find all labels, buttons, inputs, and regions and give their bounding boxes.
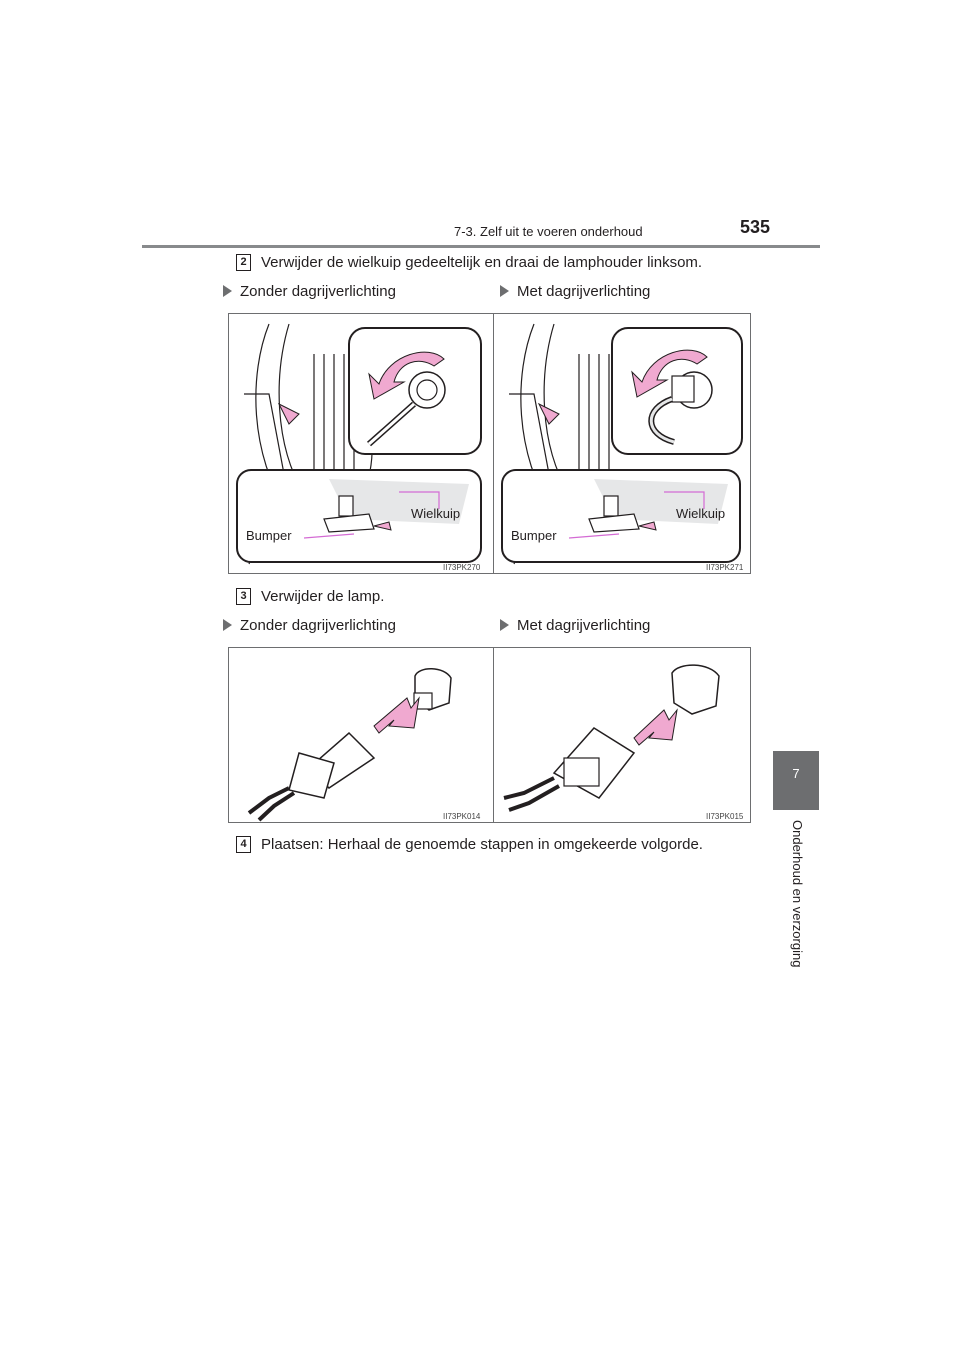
triangle-bullet-icon <box>500 285 509 297</box>
page-number: 535 <box>740 217 771 237</box>
variant-label-without-drl: Zonder dagrijverlichting <box>223 283 396 300</box>
figure-holder-with-drl: Wielkuip Bumper II73PK271 <box>493 313 751 574</box>
variant-label-with-drl: Met dagrijverlichting <box>500 283 650 300</box>
step-number-box: 4 <box>236 836 251 853</box>
triangle-bullet-icon <box>223 285 232 297</box>
step-text: Verwijder de wielkuip gedeeltelijk en dr… <box>261 254 703 271</box>
step-text: Verwijder de lamp. <box>261 588 385 605</box>
step-number-box: 2 <box>236 254 251 271</box>
label-wheel-well: Wielkuip <box>676 506 726 521</box>
figure-bulb-with-drl: II73PK015 <box>493 647 751 823</box>
label-wheel-well: Wielkuip <box>411 506 461 521</box>
chapter-number: 7 <box>792 766 800 781</box>
figure-holder-without-drl: Wielkuip Bumper II73PK270 <box>228 313 494 574</box>
variant-label-with-drl: Met dagrijverlichting <box>500 617 650 634</box>
triangle-bullet-icon <box>500 619 509 631</box>
label-bumper: Bumper <box>246 528 292 543</box>
header-rule <box>142 245 820 248</box>
figure-code: II73PK015 <box>706 812 744 821</box>
bulb-illustration <box>503 664 720 812</box>
triangle-bullet-icon <box>223 619 232 631</box>
chapter-tab <box>773 751 819 810</box>
header-section-title: 7-3. Zelf uit te voeren onderhoud <box>454 224 643 239</box>
holder-illustration <box>236 323 482 565</box>
bulb-illustration <box>247 668 452 822</box>
step-number-box: 3 <box>236 588 251 605</box>
figure-code: II73PK270 <box>443 563 481 572</box>
figure-code: II73PK014 <box>443 812 481 821</box>
step-text: Plaatsen: Herhaal de genoemde stappen in… <box>261 836 703 853</box>
label-bumper: Bumper <box>511 528 557 543</box>
figure-bulb-without-drl: II73PK014 <box>228 647 494 823</box>
chapter-title: Onderhoud en verzorging <box>790 820 805 968</box>
variant-label-without-drl: Zonder dagrijverlichting <box>223 617 396 634</box>
holder-illustration <box>501 323 743 565</box>
figure-code: II73PK271 <box>706 563 744 572</box>
